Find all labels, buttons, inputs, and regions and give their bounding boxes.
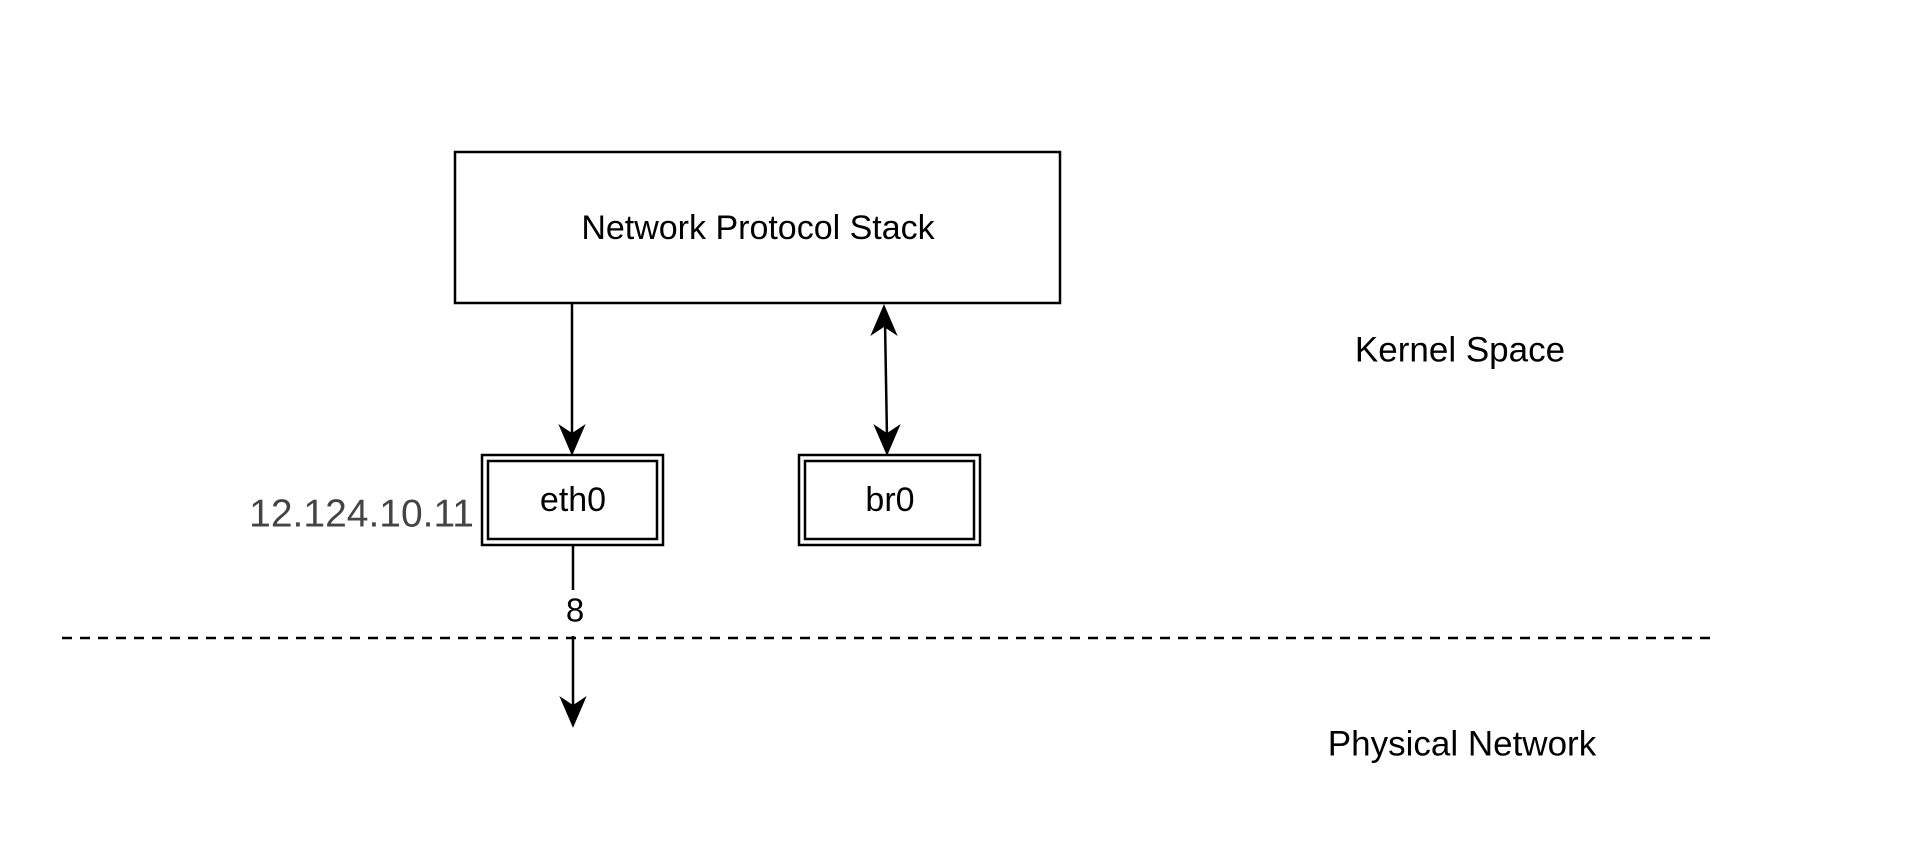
kernel-space-label: Kernel Space bbox=[1355, 330, 1565, 369]
stack-arrowhead bbox=[870, 304, 898, 337]
eth0-outer-border bbox=[480, 453, 665, 547]
edge-label-background bbox=[558, 594, 588, 632]
br0-inner-border bbox=[803, 459, 976, 541]
br0-label: br0 bbox=[865, 481, 914, 519]
eth0-ip-address: 12.124.10.11 bbox=[249, 492, 474, 535]
physical-network-label: Physical Network bbox=[1328, 724, 1597, 763]
network-protocol-stack-label: Network Protocol Stack bbox=[581, 209, 935, 247]
br0-node: br0 bbox=[797, 453, 982, 547]
stack-br0-line bbox=[883, 321, 889, 439]
eth0-arrowhead bbox=[558, 423, 586, 456]
br0-arrowhead bbox=[873, 423, 901, 456]
stack-to-eth0-edge bbox=[558, 303, 586, 456]
eth0-node: eth0 bbox=[480, 453, 665, 547]
eth0-label: eth0 bbox=[540, 481, 606, 519]
stack-br0-edge bbox=[870, 304, 901, 456]
eth0-to-physical-edge: 8 bbox=[558, 545, 588, 728]
eth0-to-physical-edge-label: 8 bbox=[566, 592, 584, 629]
br0-outer-border bbox=[797, 453, 982, 547]
eth0-inner-border bbox=[486, 459, 659, 541]
physical-arrowhead bbox=[559, 695, 587, 728]
network-protocol-stack-box bbox=[453, 150, 1062, 305]
network-protocol-stack-node: Network Protocol Stack bbox=[453, 150, 1062, 305]
